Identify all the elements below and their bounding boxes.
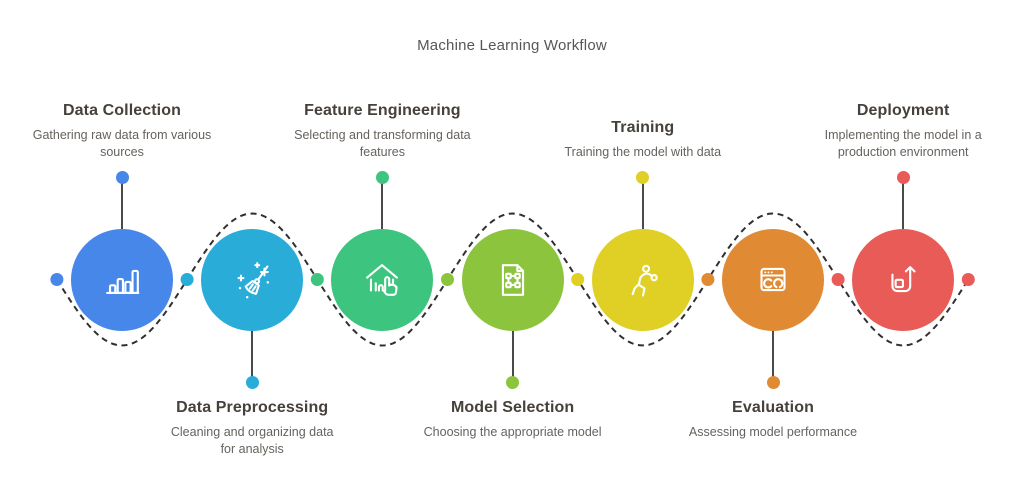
node-description: Gathering raw data from various sources xyxy=(32,128,212,159)
connector-dot xyxy=(50,273,64,286)
node-deployment: Deployment Implementing the model in a p… xyxy=(798,0,1008,504)
node-model-selection: Model Selection Choosing the appropriate… xyxy=(408,0,618,504)
node-connector-line xyxy=(641,177,644,229)
node-connector-line xyxy=(772,331,774,382)
boxer-icon xyxy=(631,264,658,297)
diagram-title: Machine Learning Workflow xyxy=(417,37,607,54)
node-description: Assessing model performance xyxy=(688,425,858,439)
node-textblock: Model Selection Choosing the appropriate… xyxy=(423,399,603,441)
node-feature-engineering: Feature Engineering Selecting and transf… xyxy=(277,0,487,504)
node-title: Model Selection xyxy=(450,399,575,416)
node-evaluation: Evaluation Assessing model performance xyxy=(668,0,878,504)
node-label-dot xyxy=(506,375,520,389)
connector-dots xyxy=(50,273,975,286)
connector-dot xyxy=(701,273,715,286)
node-connector-line xyxy=(902,177,905,229)
document-nodes-icon xyxy=(501,264,524,296)
node-title: Data Preprocessing xyxy=(176,399,329,416)
connector-dot xyxy=(441,273,454,286)
node-label-dot xyxy=(115,170,129,184)
node-label-dot xyxy=(245,375,259,389)
node-data-collection: Data Collection Gathering raw data from … xyxy=(17,0,227,504)
node-textblock: Data Collection Gathering raw data from … xyxy=(32,86,212,160)
node-circle xyxy=(71,229,173,331)
browser-sync-icon xyxy=(760,267,786,292)
node-label-dot xyxy=(766,375,780,389)
node-circle xyxy=(722,229,824,331)
broom-icon xyxy=(237,262,270,299)
connector-dot xyxy=(180,273,194,286)
node-description: Cleaning and organizing data for analysi… xyxy=(170,425,334,456)
node-textblock: Evaluation Assessing model performance xyxy=(683,399,863,441)
bar-chart-icon xyxy=(106,269,140,294)
node-circle xyxy=(461,229,564,331)
connector-dot xyxy=(310,273,324,286)
node-title: Deployment xyxy=(856,102,950,119)
node-connector-line xyxy=(121,177,123,229)
node-description: Choosing the appropriate model xyxy=(423,425,602,439)
connector-dot xyxy=(571,273,585,286)
house-tap-icon xyxy=(366,264,399,296)
node-label-dot xyxy=(896,170,910,184)
node-title: Feature Engineering xyxy=(304,102,461,119)
node-circle xyxy=(331,229,434,331)
node-title: Data Collection xyxy=(63,102,181,119)
node-connector-line xyxy=(511,331,514,382)
node-circle xyxy=(852,229,955,331)
node-title: Training xyxy=(611,118,675,136)
node-circle xyxy=(201,229,304,331)
box-arrow-icon xyxy=(891,266,916,293)
node-description: Selecting and transforming data features xyxy=(294,128,471,159)
node-textblock: Feature Engineering Selecting and transf… xyxy=(292,86,472,160)
node-description: Training the model with data xyxy=(564,144,722,159)
node-data-preprocessing: Data Preprocessing Cleaning and organizi… xyxy=(147,0,357,504)
node-connector-line xyxy=(381,177,384,229)
node-description: Implementing the model in a production e… xyxy=(824,128,982,159)
connector-dot xyxy=(831,273,845,286)
node-label-dot xyxy=(636,170,650,184)
node-textblock: Data Preprocessing Cleaning and organizi… xyxy=(162,399,342,457)
node-circle xyxy=(591,229,694,331)
node-label-dot xyxy=(375,170,389,184)
node-title: Evaluation xyxy=(732,399,814,416)
node-connector-line xyxy=(251,331,254,382)
node-textblock: Deployment Implementing the model in a p… xyxy=(813,86,993,160)
node-training: Training Training the model with data xyxy=(538,0,748,504)
dashed-wave-path xyxy=(56,212,966,347)
connector-dot xyxy=(961,273,975,286)
node-textblock: Training Training the model with data xyxy=(553,86,733,160)
